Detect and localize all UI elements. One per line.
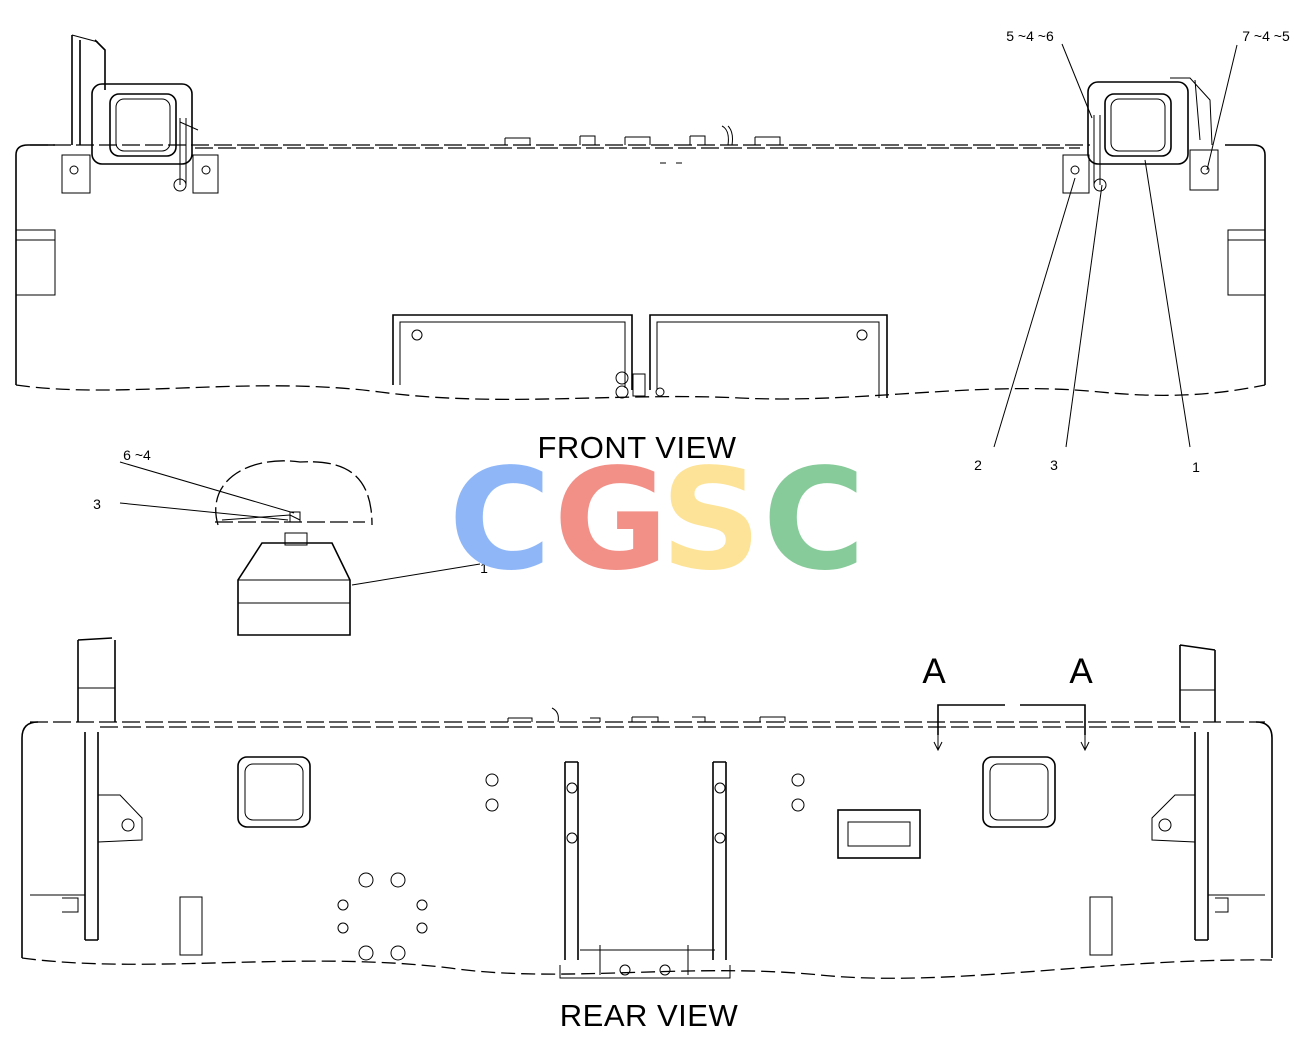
callout-detail-1: 1 [480,560,488,576]
callout-detail-3: 3 [93,496,101,512]
callout-5-4-6: 5 ~4 ~6 [1006,28,1054,44]
section-label-right: A [1069,652,1093,691]
callout-detail-6-4: 6 ~4 [123,447,151,463]
detail-drawing [119,460,481,636]
callout-1: 1 [1192,459,1200,475]
watermark-letter-1: C [449,439,552,602]
callout-2: 2 [974,457,982,473]
watermark: C G S C [449,439,866,602]
rear-view-title: REAR VIEW [560,998,739,1033]
callout-7-4-5: 7 ~4 ~5 [1242,28,1290,44]
watermark-letter-4: C [763,439,866,602]
rear-view-drawing [21,637,1273,979]
front-view-title: FRONT VIEW [537,430,736,465]
front-view-leaders [993,43,1238,448]
section-label-left: A [922,652,946,691]
front-view-drawing [15,34,1266,401]
watermark-letter-2: G [554,439,669,602]
callout-3: 3 [1050,457,1058,473]
watermark-letter-3: S [661,439,762,602]
